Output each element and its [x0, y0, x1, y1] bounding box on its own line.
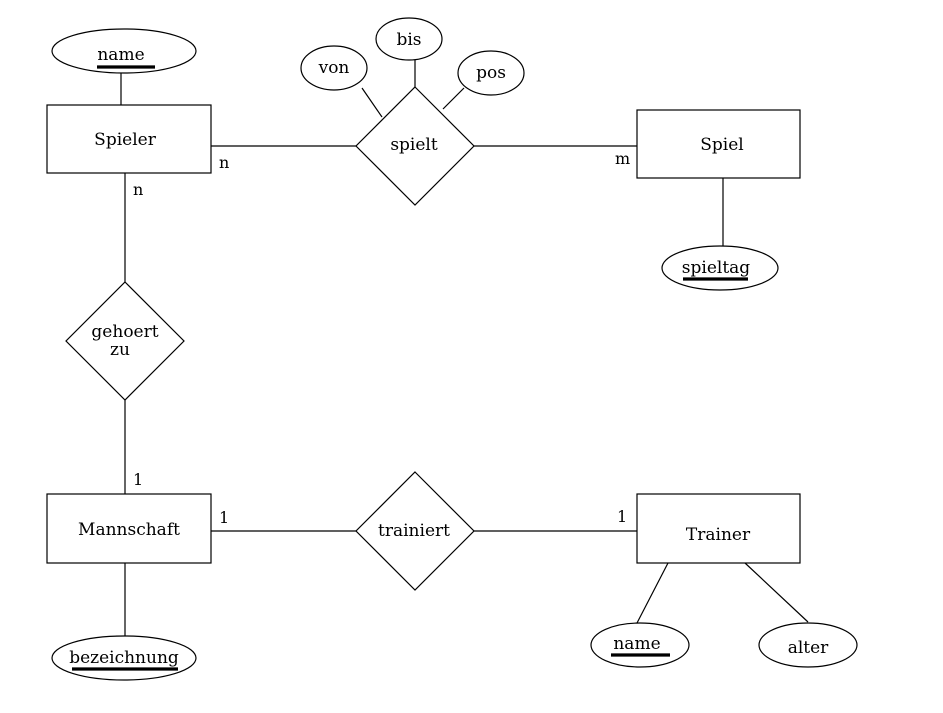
- entity-spieler[interactable]: Spieler: [46, 104, 212, 174]
- relationship-trainiert[interactable]: trainiert: [355, 471, 475, 591]
- attribute-trainer-name-label: name: [613, 634, 660, 654]
- attribute-pos[interactable]: pos: [457, 50, 525, 96]
- relationship-gehoert-zu-label-line2: zu: [110, 340, 130, 360]
- entity-trainer-box: [636, 493, 801, 564]
- relationship-trainiert-diamond: [355, 471, 475, 591]
- edge-trainer-alter: [744, 562, 809, 623]
- entity-mannschaft-label: Mannschaft: [78, 520, 180, 540]
- edge-spielt-pos: [442, 87, 465, 110]
- attribute-spieler-name[interactable]: name: [51, 28, 197, 74]
- attribute-bezeichnung[interactable]: bezeichnung: [51, 635, 197, 681]
- relationship-gehoert-zu-label-line1: gehoert: [91, 322, 158, 342]
- edge-spielt-von: [361, 87, 383, 118]
- entity-spieler-box: [46, 104, 212, 174]
- attribute-spieler-name-label: name: [97, 45, 144, 65]
- entity-mannschaft[interactable]: Mannschaft: [46, 493, 212, 564]
- attribute-alter-label: alter: [788, 638, 829, 658]
- cardinality-spieler-gehoert: n: [133, 180, 143, 199]
- entity-trainer[interactable]: Trainer: [636, 493, 801, 564]
- attribute-pos-oval: [457, 50, 525, 96]
- edge-trainer-name: [636, 562, 669, 624]
- entity-spiel[interactable]: Spiel: [636, 109, 801, 179]
- attribute-von-oval: [300, 45, 368, 91]
- attribute-von-label: von: [318, 58, 350, 78]
- relationship-trainiert-label: trainiert: [378, 521, 450, 541]
- attribute-von[interactable]: von: [300, 45, 368, 91]
- entity-trainer-label: Trainer: [686, 525, 751, 545]
- attribute-bis-oval: [375, 17, 443, 61]
- attribute-spieltag[interactable]: spieltag: [661, 245, 779, 291]
- attribute-bis-label: bis: [396, 30, 421, 50]
- attribute-spieltag-label: spieltag: [682, 258, 751, 278]
- relationship-gehoert-zu[interactable]: gehoert zu: [65, 281, 185, 401]
- attribute-bis[interactable]: bis: [375, 17, 443, 61]
- entity-spiel-label: Spiel: [700, 135, 743, 155]
- entity-spiel-box: [636, 109, 801, 179]
- relationship-gehoert-zu-diamond: [65, 281, 185, 401]
- cardinality-spieler-spielt: n: [219, 153, 229, 172]
- relationship-spielt-diamond: [355, 86, 475, 206]
- cardinality-mannschaft-gehoert: 1: [133, 470, 143, 489]
- attribute-trainer-name[interactable]: name: [590, 622, 690, 668]
- entity-spieler-label: Spieler: [94, 130, 157, 150]
- cardinality-spiel-spielt: m: [615, 149, 630, 168]
- connectors: [120, 59, 809, 636]
- cardinality-trainer-trainiert: 1: [617, 507, 627, 526]
- attribute-bezeichnung-label: bezeichnung: [69, 648, 179, 668]
- attribute-alter[interactable]: alter: [758, 622, 858, 668]
- relationship-spielt[interactable]: spielt: [355, 86, 475, 206]
- relationship-spielt-label: spielt: [390, 135, 438, 155]
- entity-mannschaft-box: [46, 493, 212, 564]
- attribute-spieler-name-oval: [51, 28, 197, 74]
- cardinality-mannschaft-trainiert: 1: [219, 508, 229, 527]
- attribute-pos-label: pos: [476, 63, 506, 83]
- attribute-alter-oval: [758, 622, 858, 668]
- cardinalities: n m n 1 1 1: [133, 149, 630, 527]
